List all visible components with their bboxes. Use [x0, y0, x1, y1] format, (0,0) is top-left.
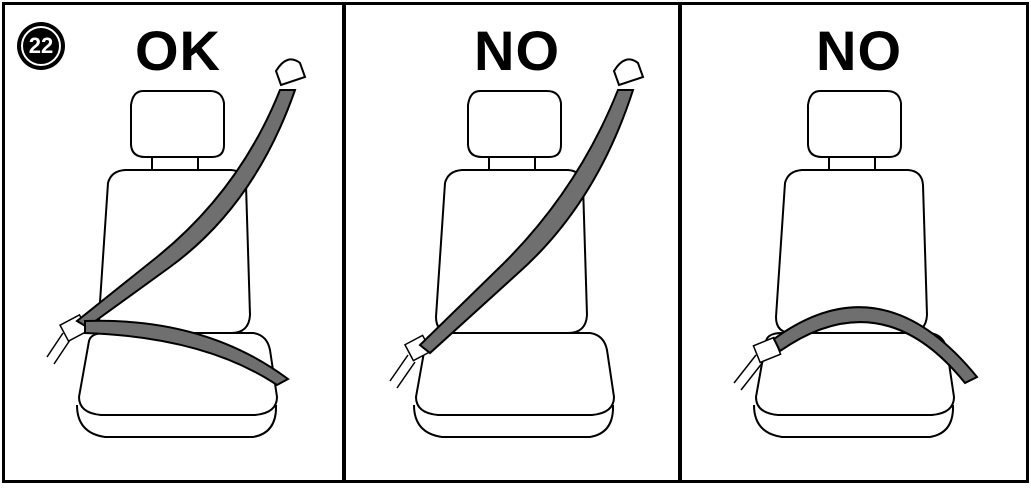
- seat-illustration-1: [5, 5, 345, 483]
- belt-anchor: [276, 59, 305, 85]
- panel-ok: 22 OK: [2, 2, 345, 483]
- headrest-post: [829, 157, 875, 170]
- seat-cushion: [79, 333, 277, 415]
- headrest: [468, 91, 561, 157]
- headrest-post: [489, 157, 535, 170]
- panel-no-1: NO: [343, 2, 681, 483]
- seat-illustration-2: [346, 5, 681, 483]
- headrest: [808, 91, 901, 157]
- headrest: [131, 91, 224, 157]
- belt-anchor: [614, 59, 643, 85]
- buckle-stalk: [734, 355, 756, 383]
- panel-no-2: NO: [679, 2, 1029, 483]
- seat-cushion: [416, 333, 614, 415]
- headrest-post: [152, 157, 198, 170]
- seat-illustration-3: [682, 5, 1029, 483]
